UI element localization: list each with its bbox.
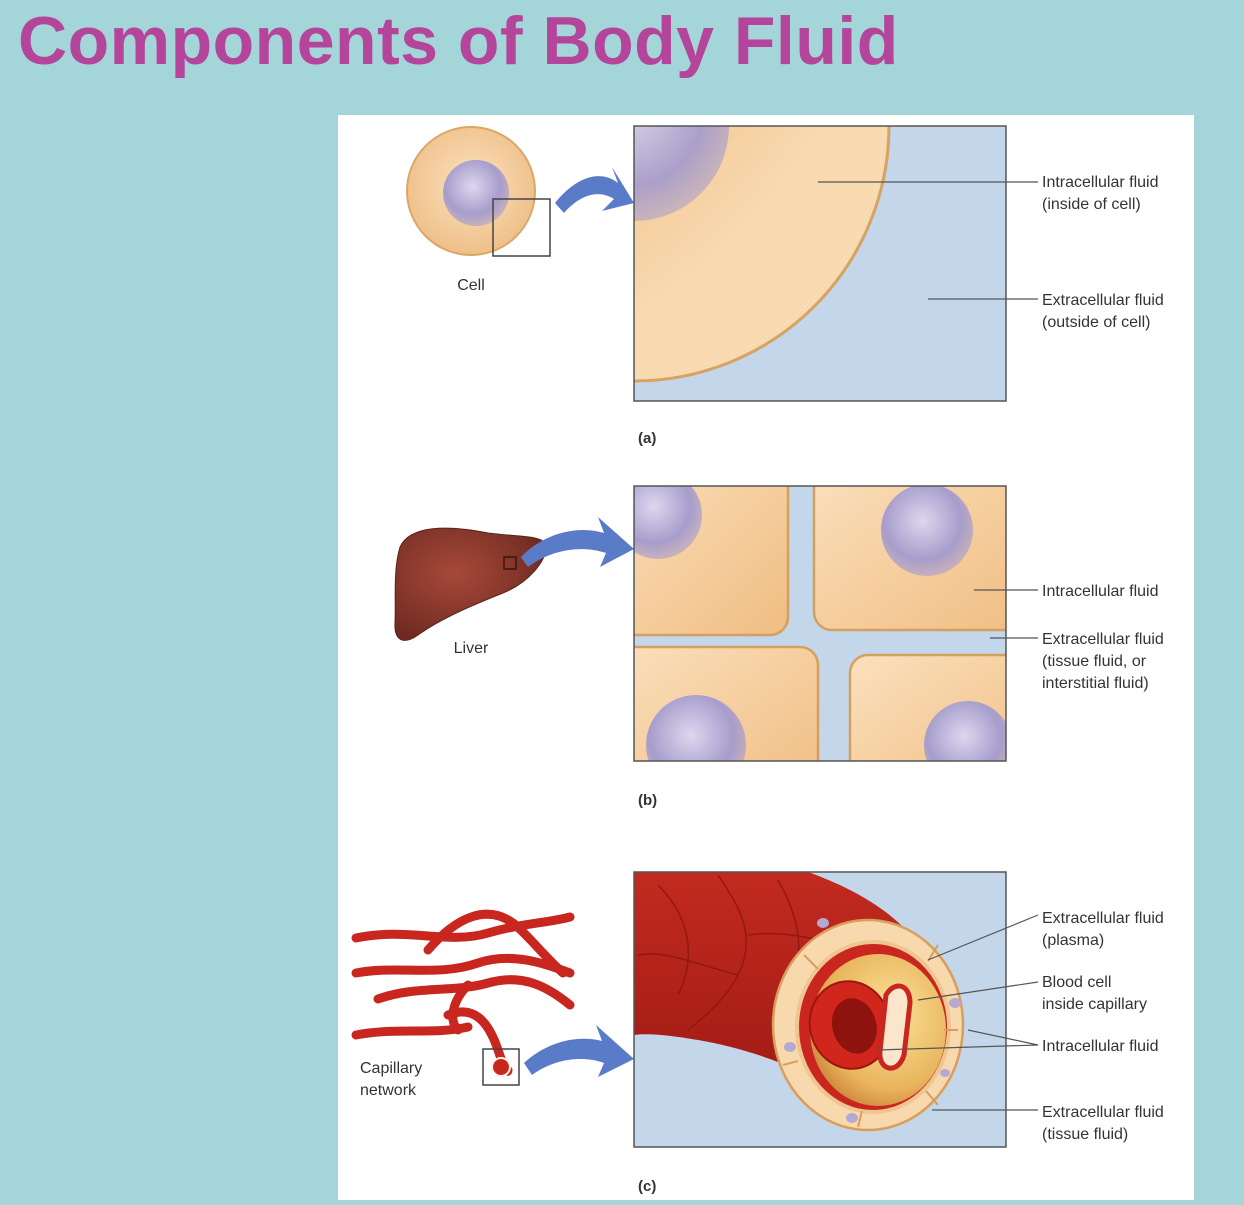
svg-text:Capillary network: Capillary network <box>360 1060 427 1099</box>
svg-text:Extracellular fluid (tis: Extracellular fluid (tissue fluid, or in… <box>1042 631 1168 692</box>
panel-b-letter: (b) <box>638 792 657 809</box>
panel-a: Cell Intracellular fluid (inside of cell… <box>406 125 1168 447</box>
zoom-arrow-c <box>524 1025 634 1077</box>
capillary-cross-section-small <box>482 1048 520 1086</box>
zoomed-cell-view <box>634 126 1006 401</box>
svg-text:Blood cell inside capill: Blood cell inside capillary <box>1042 974 1147 1013</box>
label-b-extracellular-3: interstitial fluid) <box>1042 675 1149 692</box>
svg-text:Intracellular fluid: Intracellular fluid <box>1042 1038 1159 1055</box>
svg-text:Intracellular fluid (ins: Intracellular fluid (inside of cell) <box>1042 174 1163 213</box>
panel-c-letter: (c) <box>638 1178 656 1195</box>
label-c-tissue-1: Extracellular fluid <box>1042 1104 1164 1121</box>
panel-c: Capillary network <box>351 871 1168 1195</box>
red-blood-cell <box>808 980 892 1070</box>
label-c-plasma-1: Extracellular fluid <box>1042 910 1164 927</box>
label-a-intracellular-2: (inside of cell) <box>1042 196 1141 213</box>
zoom-box-c <box>482 1048 520 1086</box>
liver-illustration <box>394 527 547 641</box>
svg-text:Intracellular fluid: Intracellular fluid <box>1042 583 1159 600</box>
label-c-tissue-2: (tissue fluid) <box>1042 1126 1128 1143</box>
label-b-extracellular-2: (tissue fluid, or <box>1042 653 1147 670</box>
label-a-extracellular-1: Extracellular fluid <box>1042 292 1164 309</box>
small-cell-illustration <box>406 126 551 257</box>
body-fluid-diagram: Cell Intracellular fluid (inside of cell… <box>351 125 1168 1195</box>
svg-text:Extracellular fluid (tis: Extracellular fluid (tissue fluid) <box>1042 1104 1168 1143</box>
cell-label: Cell <box>457 277 485 294</box>
capillary-label-1: Capillary <box>360 1060 422 1077</box>
label-c-intracellular: Intracellular fluid <box>1042 1038 1159 1055</box>
svg-text:Extracellular fluid (out: Extracellular fluid (outside of cell) <box>1042 292 1168 331</box>
nucleus-small <box>443 160 509 226</box>
figure-panel: Cell Intracellular fluid (inside of cell… <box>338 115 1194 1200</box>
svg-text:Extracellular fluid (pla: Extracellular fluid (plasma) <box>1042 910 1168 949</box>
label-b-extracellular-1: Extracellular fluid <box>1042 631 1164 648</box>
zoomed-capillary-view <box>634 872 1006 1147</box>
label-a-extracellular-2: (outside of cell) <box>1042 314 1151 331</box>
panel-a-letter: (a) <box>638 430 656 447</box>
zoom-arrow-a <box>555 167 634 213</box>
label-c-bloodcell-2: inside capillary <box>1042 996 1147 1013</box>
liver-label: Liver <box>454 640 489 657</box>
zoom-box <box>492 198 551 257</box>
zoomed-tissue-view <box>634 486 1006 761</box>
capillary-label-2: network <box>360 1082 417 1099</box>
label-c-plasma-2: (plasma) <box>1042 932 1104 949</box>
label-b-intracellular: Intracellular fluid <box>1042 583 1159 600</box>
label-c-bloodcell-1: Blood cell <box>1042 974 1111 991</box>
label-a-intracellular-1: Intracellular fluid <box>1042 174 1159 191</box>
slide-title: Components of Body Fluid <box>18 3 899 79</box>
zoom-arrow-b <box>521 517 634 567</box>
panel-b: Liver Intracellular fluid Extracellular … <box>394 485 1168 809</box>
capillary-network-illustration <box>351 909 575 1076</box>
